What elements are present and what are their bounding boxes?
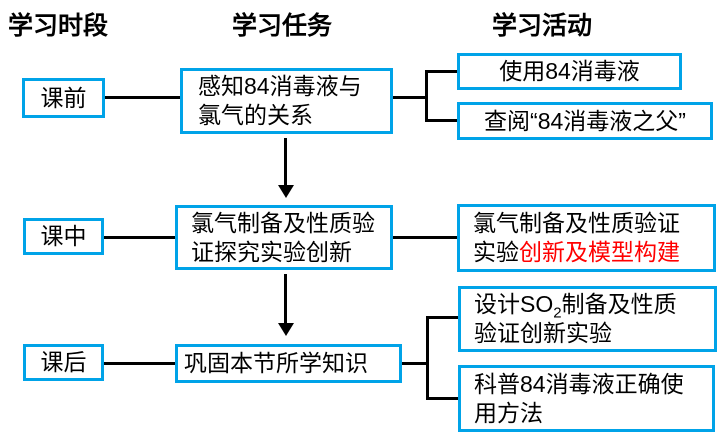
activity-line: 使用84消毒液 <box>499 58 640 84</box>
activity-line: 用方法 <box>474 399 543 426</box>
column-header-stage: 学习时段 <box>8 12 109 40</box>
connector-bracket <box>425 70 428 122</box>
column-header-activity: 学习活动 <box>492 12 593 40</box>
stage-box-post-class: 课后 <box>23 344 104 381</box>
activity-line: 氯气制备及性质验证 <box>473 210 680 236</box>
subscript-2: 2 <box>553 304 562 322</box>
task-line: 氯气制备及性质验 <box>191 209 375 236</box>
activity-line-part: 设计SO <box>474 291 554 317</box>
connector-line <box>426 316 458 319</box>
activity-box-use-84: 使用84消毒液 <box>457 53 682 90</box>
activity-box-lookup-84-father: 查阅“84消毒液之父” <box>457 102 713 140</box>
stage-label: 课前 <box>40 84 87 111</box>
connector-line <box>393 96 427 99</box>
activity-line-part: 制备及性质 <box>561 291 677 317</box>
activity-line: 科普84消毒液正确使 <box>474 370 684 397</box>
down-arrow-shaft <box>284 274 287 325</box>
activity-line: 查阅“84消毒液之父” <box>484 107 686 134</box>
task-line: 证探究实验创新 <box>191 238 352 265</box>
connector-line <box>104 362 175 365</box>
activity-line: 设计SO2制备及性质 <box>474 290 677 322</box>
task-line: 氯气的关系 <box>198 102 313 128</box>
connector-line <box>105 96 180 99</box>
connector-line <box>426 397 458 400</box>
task-box-2: 氯气制备及性质验 证探究实验创新 <box>175 205 393 270</box>
connector-line <box>402 362 428 365</box>
connector-line <box>425 70 457 73</box>
task-line: 感知84消毒液与 <box>198 73 362 99</box>
stage-box-pre-class: 课前 <box>22 78 105 118</box>
activity-line-red-part: 创新及模型构建 <box>519 239 680 265</box>
connector-line <box>393 236 457 239</box>
stage-box-in-class: 课中 <box>23 218 104 255</box>
down-arrow-head <box>278 323 294 336</box>
down-arrow-head <box>278 185 294 198</box>
connector-bracket <box>426 316 429 400</box>
activity-box-so2-experiment: 设计SO2制备及性质 验证创新实验 <box>458 286 717 352</box>
activity-line: 实验创新及模型构建 <box>473 238 680 267</box>
stage-label: 课中 <box>40 223 87 249</box>
task-box-3: 巩固本节所学知识 <box>175 344 402 383</box>
connector-line <box>104 236 175 239</box>
activity-box-84-usage: 科普84消毒液正确使 用方法 <box>458 365 715 432</box>
task-line: 巩固本节所学知识 <box>184 350 368 376</box>
task-box-1: 感知84消毒液与 氯气的关系 <box>180 68 393 134</box>
activity-box-chlorine-model: 氯气制备及性质验证 实验创新及模型构建 <box>457 204 716 272</box>
column-header-task: 学习任务 <box>232 12 333 40</box>
connector-line <box>425 119 457 122</box>
activity-line: 验证创新实验 <box>474 320 612 346</box>
down-arrow-shaft <box>284 138 287 187</box>
stage-label: 课后 <box>40 349 87 375</box>
activity-line-black-part: 实验 <box>473 239 519 265</box>
